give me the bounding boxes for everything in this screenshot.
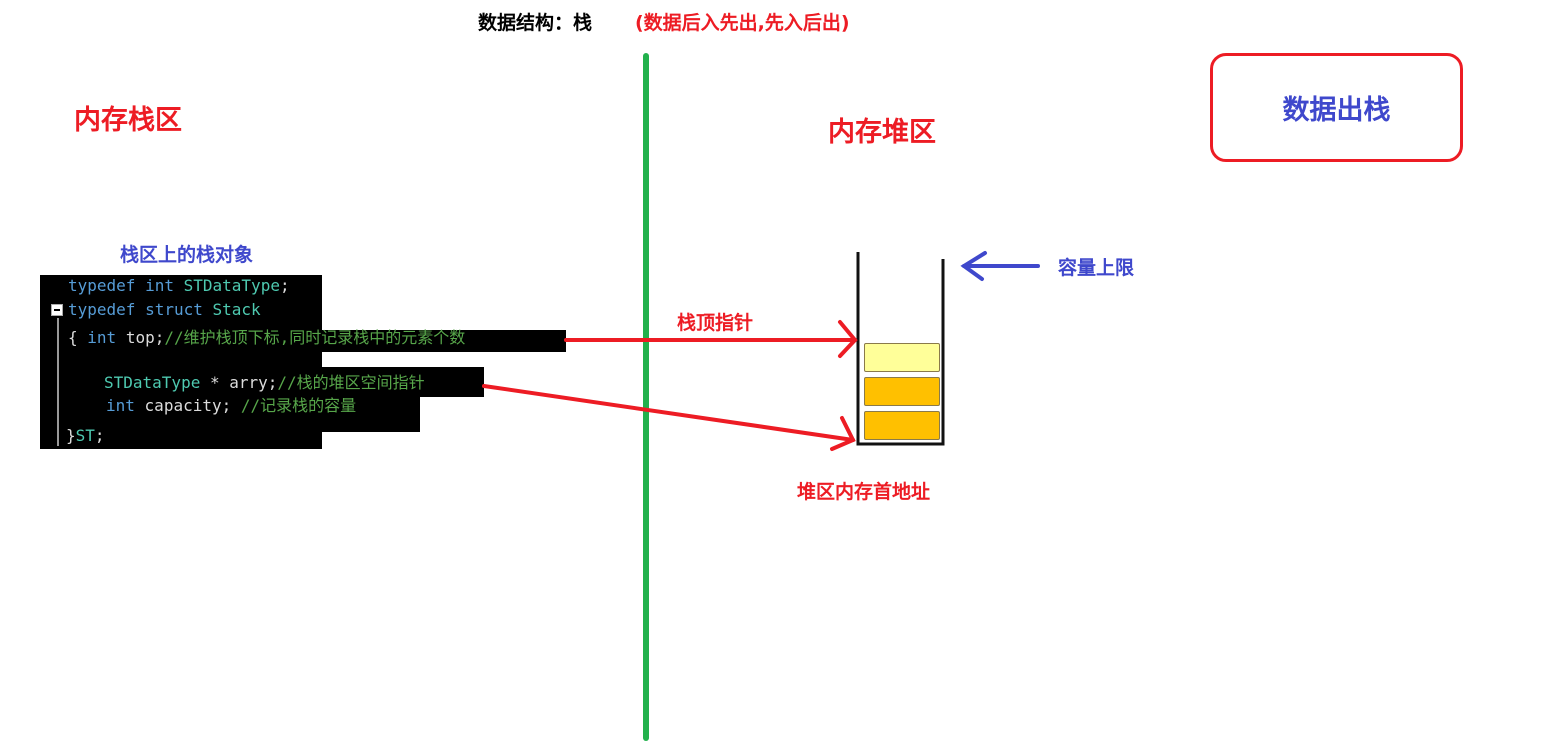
code-block-ext [320,397,420,432]
stack-cell-top [864,343,940,372]
code-line-5: int capacity; //记录栈的容量 [106,396,357,415]
pop-data-label: 数据出栈 [1282,95,1391,126]
heap-address-label: 堆区内存首地址 [797,481,931,503]
stack-cell-bottom [864,411,940,440]
code-line-3: { int top;//维护栈顶下标,同时记录栈中的元素个数 [68,328,466,347]
code-block-ext [320,330,566,352]
top-pointer-label: 栈顶指针 [677,312,754,334]
collapse-icon[interactable] [51,304,63,316]
code-block-ext [320,367,484,397]
heap-pointer-arrow [482,384,856,451]
code-line-2: typedef struct Stack [68,300,261,319]
stack-container [856,252,945,446]
top-pointer-arrow [564,320,858,358]
capacity-arrow [960,251,1040,281]
capacity-limit-label: 容量上限 [1058,257,1135,279]
code-line-1: typedef int STDataType; [68,276,290,295]
code-block [40,275,322,449]
diagram-title: 数据结构：栈 [478,12,593,34]
code-line-4: STDataType * arry;//栈的堆区空间指针 [104,373,425,392]
code-line-6: }ST; [66,426,105,445]
stack-cell [864,377,940,406]
diagram-subtitle: (数据后入先出,先入后出) [635,12,850,34]
stack-area-label: 内存栈区 [74,105,182,136]
stack-object-label: 栈区上的栈对象 [120,244,254,266]
fold-guide [57,318,59,446]
heap-area-label: 内存堆区 [828,117,936,148]
pop-data-box: 数据出栈 [1210,53,1463,162]
